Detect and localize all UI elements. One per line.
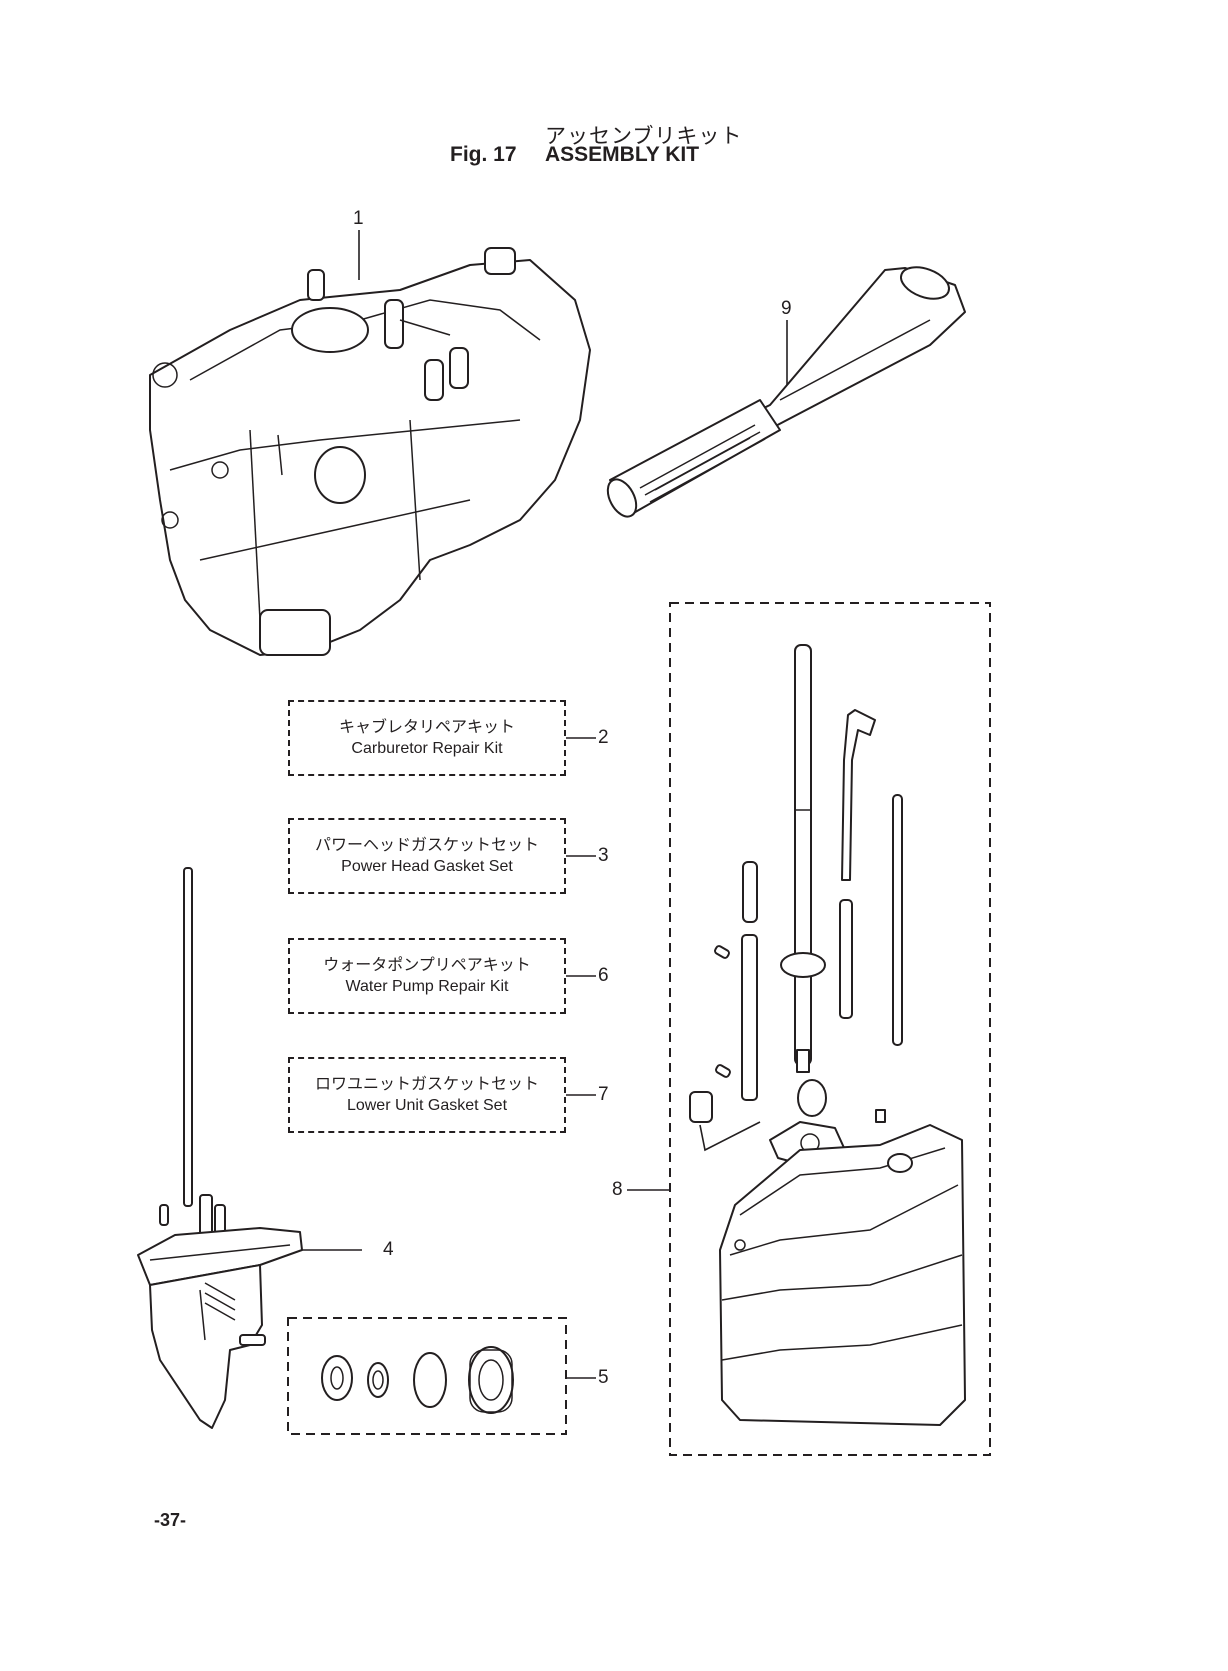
callout-number-2: 2	[598, 727, 609, 748]
kit-label-english: Lower Unit Gasket Set	[346, 1097, 508, 1114]
kit-label-japanese: キャブレタリペアキット	[338, 719, 515, 736]
part-9-tiller-handle-illustration	[606, 266, 966, 518]
kit-label-english: Carburetor Repair Kit	[351, 740, 503, 757]
part-1-power-head-illustration	[149, 230, 591, 656]
callout-number-5: 5	[598, 1367, 609, 1388]
callout-number-9: 9	[781, 298, 792, 319]
kit-label-english: Water Pump Repair Kit	[345, 978, 509, 995]
callout-number-6: 6	[598, 965, 609, 986]
kit-label-japanese: ロワユニットガスケットセット	[314, 1076, 539, 1093]
callout-number-3: 3	[598, 845, 609, 866]
part-8-drive-shaft-housing-illustration	[627, 644, 966, 1426]
kit-box-lower-unit-gasket: ロワユニットガスケットセット Lower Unit Gasket Set	[288, 1057, 566, 1133]
figure-title-japanese: アッセンブリキット	[545, 125, 743, 148]
kit-label-english: Power Head Gasket Set	[341, 858, 513, 875]
kit-box-power-head-gasket: パワーヘッドガスケットセット Power Head Gasket Set	[288, 818, 566, 894]
callout-number-8: 8	[612, 1179, 623, 1200]
part-5-seals-illustration	[321, 1346, 514, 1414]
kit-leader-lines	[566, 737, 596, 1379]
figure-number: Fig. 17	[450, 143, 517, 166]
part-5-group-outline	[287, 1317, 567, 1435]
kit-box-water-pump-repair: ウォータポンプリペアキット Water Pump Repair Kit	[288, 938, 566, 1014]
callout-number-4: 4	[383, 1239, 394, 1260]
kit-box-carburetor-repair: キャブレタリペアキット Carburetor Repair Kit	[288, 700, 566, 776]
kit-label-japanese: パワーヘッドガスケットセット	[314, 837, 539, 854]
callout-number-1: 1	[353, 208, 364, 229]
figure-title-english: ASSEMBLY KIT	[545, 143, 700, 166]
callout-number-7: 7	[598, 1084, 609, 1105]
page-number: -37-	[154, 1510, 187, 1530]
kit-label-japanese: ウォータポンプリペアキット	[323, 957, 531, 974]
part-4-lower-unit-illustration	[137, 867, 362, 1429]
